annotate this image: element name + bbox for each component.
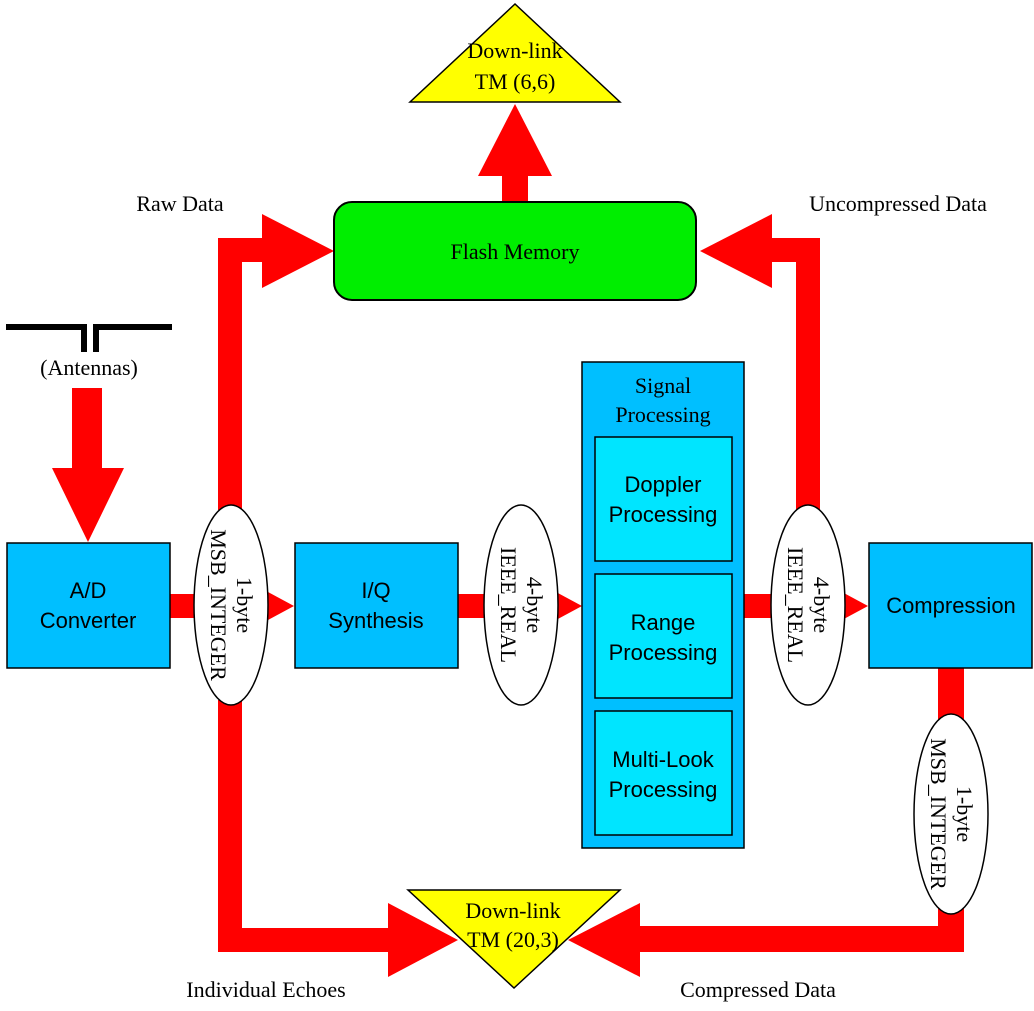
flash-memory-block: Flash Memory (333, 201, 697, 301)
signal-processing-block: Signal Processing Doppler Processing Ran… (581, 361, 745, 849)
echoes-path-horizontal (218, 928, 398, 952)
flow-arrows (52, 104, 964, 977)
format-ad-output: 1-byte MSB_INTEGER (193, 504, 269, 706)
multilook-line1: Multi-Look (612, 747, 714, 772)
compression-block: Compression (868, 542, 1033, 669)
antenna-arrow-shaft (72, 388, 102, 470)
ad-converter-block: A/D Converter (6, 542, 171, 669)
doppler-processing-block: Doppler Processing (594, 436, 733, 562)
downlink-top-line1: Down-link (467, 38, 562, 63)
format-sp-output-line2: IEEE_REAL (783, 547, 808, 663)
format-compression-output: 1-byte MSB_INTEGER (913, 713, 989, 915)
multilook-processing-block: Multi-Look Processing (594, 710, 733, 836)
echoes-arrow-head (388, 903, 458, 977)
uncompressed-path-vertical (796, 238, 820, 510)
uncompressed-path-horizontal (770, 238, 820, 262)
format-ad-output-line2: MSB_INTEGER (206, 529, 231, 681)
signal-processing-title-line1: Signal (635, 373, 691, 398)
compression-label: Compression (886, 593, 1016, 618)
flow-label-raw-data: Raw Data (136, 191, 224, 216)
flash-to-downlink-shaft (502, 172, 528, 204)
format-iq-output-line2: IEEE_REAL (496, 547, 521, 663)
iq-to-sp-head (556, 592, 582, 620)
raw-data-path-horizontal (218, 238, 266, 262)
antenna-icon (6, 324, 172, 352)
antenna: (Antennas) (6, 324, 172, 380)
ad-converter-line1: A/D (70, 578, 107, 603)
ad-converter-line2: Converter (40, 608, 137, 633)
range-line1: Range (631, 610, 696, 635)
downlink-top: Down-link TM (6,6) (408, 2, 622, 103)
antenna-arrow-head (52, 468, 124, 542)
uncompressed-arrow-head (700, 214, 772, 288)
format-compression-output-line1: 1-byte (952, 786, 977, 842)
compressed-path-horizontal (636, 926, 964, 952)
antenna-label: (Antennas) (40, 355, 138, 380)
doppler-line1: Doppler (624, 472, 701, 497)
iq-synthesis-block: I/Q Synthesis (294, 542, 459, 669)
multilook-line2: Processing (609, 777, 718, 802)
ad-to-iq-head (268, 592, 294, 620)
format-ad-output-line1: 1-byte (232, 577, 257, 633)
iq-synthesis-line2: Synthesis (328, 608, 423, 633)
flow-label-compressed-data: Compressed Data (680, 977, 836, 1002)
doppler-line2: Processing (609, 502, 718, 527)
iq-synthesis-line1: I/Q (361, 578, 390, 603)
range-processing-block: Range Processing (594, 573, 733, 699)
signal-processing-title-line2: Processing (615, 402, 710, 427)
compressed-arrow-head (568, 903, 640, 977)
format-compression-output-line2: MSB_INTEGER (926, 738, 951, 890)
format-sp-output-line1: 4-byte (809, 577, 834, 633)
raw-data-path-vertical (218, 238, 242, 510)
echoes-path-vertical (218, 700, 242, 952)
flash-memory-label: Flash Memory (451, 239, 580, 264)
downlink-bottom-line1: Down-link (465, 898, 560, 923)
flash-to-downlink-head (478, 104, 552, 176)
raw-data-arrow-head (262, 214, 334, 288)
downlink-bottom: Down-link TM (20,3) (406, 889, 622, 990)
range-line2: Processing (609, 640, 718, 665)
downlink-top-line2: TM (6,6) (475, 69, 556, 94)
sp-to-compression-head (842, 592, 868, 620)
format-sp-output: 4-byte IEEE_REAL (770, 504, 846, 706)
format-iq-output-line1: 4-byte (522, 577, 547, 633)
downlink-bottom-line2: TM (20,3) (467, 927, 559, 952)
format-iq-output: 4-byte IEEE_REAL (483, 504, 559, 706)
flow-label-individual-echoes: Individual Echoes (186, 977, 345, 1002)
flow-label-uncompressed-data: Uncompressed Data (809, 191, 987, 216)
